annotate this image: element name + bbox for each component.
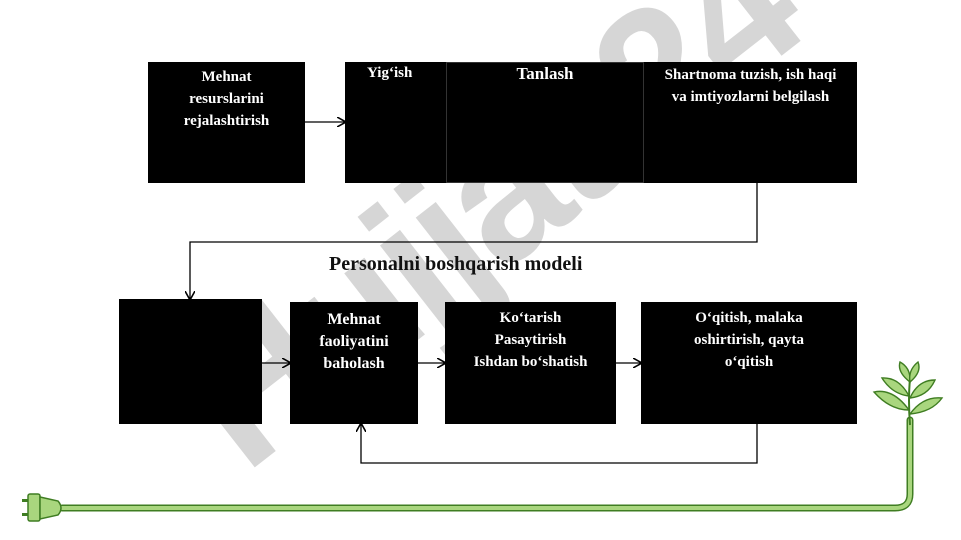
box-evaluate-label: Mehnat faoliyatini baholash bbox=[319, 311, 389, 372]
box-collect-label: Yig‘ish bbox=[367, 65, 413, 81]
box-select-label: Tanlash bbox=[516, 64, 574, 83]
box-promote: Ko‘tarish Pasaytirish Ishdan bo‘shatish bbox=[445, 302, 616, 424]
box-evaluate: Mehnat faoliyatini baholash bbox=[290, 302, 418, 424]
box-training-label: O‘qitish, malaka oshirtirish, qayta o‘qi… bbox=[693, 310, 804, 370]
diagram-title: Personalni boshqarish modeli bbox=[329, 253, 583, 275]
arrow-training-evaluate bbox=[361, 424, 758, 464]
box-promote-line-2: Pasaytirish bbox=[494, 332, 567, 348]
box-promote-line-3: Ishdan bo‘shatish bbox=[473, 354, 588, 370]
box-contract-label: Shartnoma tuzish, ish haqi va imtiyozlar… bbox=[664, 67, 837, 105]
box-promote-line-1: Ko‘tarish bbox=[499, 310, 562, 326]
box-training: O‘qitish, malaka oshirtirish, qayta o‘qi… bbox=[641, 302, 857, 424]
box-select: Tanlash bbox=[446, 62, 644, 183]
box-contract: Shartnoma tuzish, ish haqi va imtiyozlar… bbox=[644, 62, 857, 183]
box-planning: Mehnat resurslarini rejalashtirish bbox=[148, 62, 305, 183]
box-planning-label: Mehnat resurslarini rejalashtirish bbox=[183, 69, 270, 129]
plug-icon bbox=[22, 493, 62, 522]
box-blank bbox=[119, 299, 262, 424]
arrow-contract-blank bbox=[190, 183, 758, 299]
sprout-icon bbox=[872, 360, 944, 426]
cable bbox=[58, 416, 914, 512]
box-collect: Yig‘ish bbox=[345, 62, 446, 183]
